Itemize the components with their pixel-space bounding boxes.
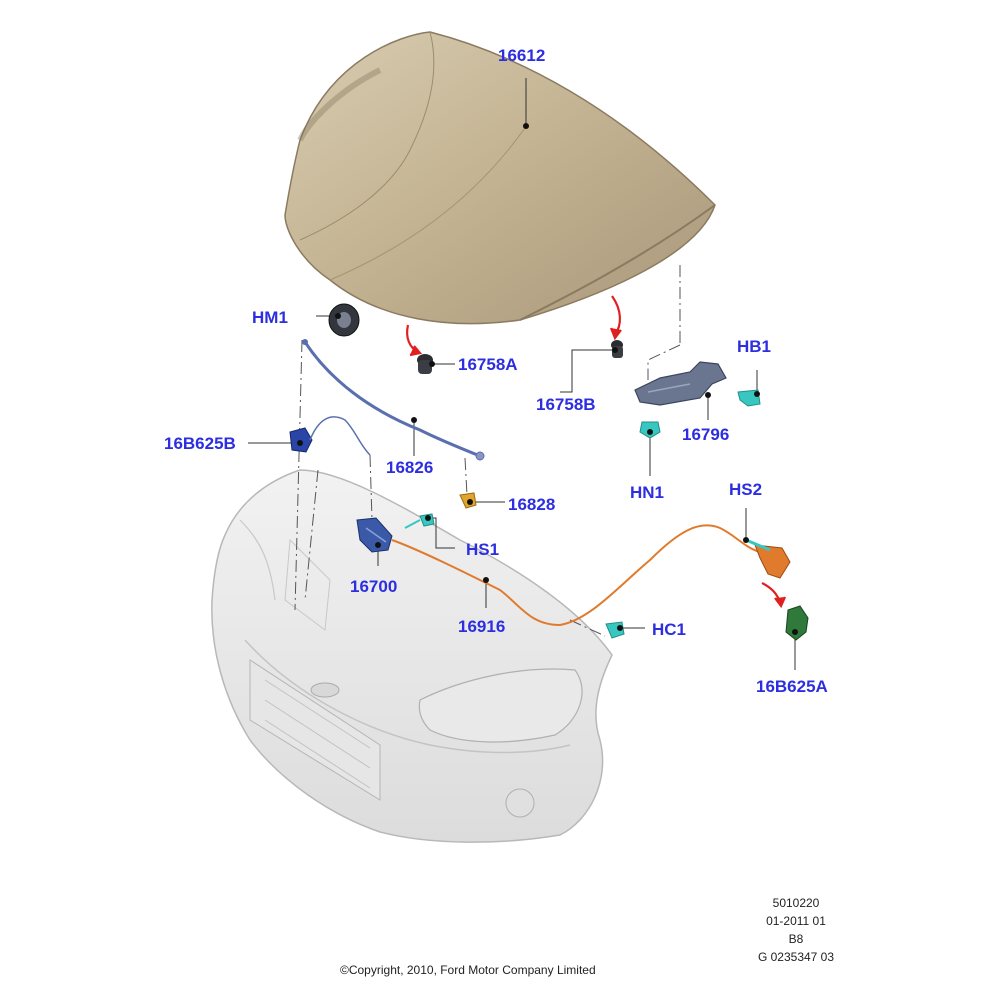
- label-hs2: HS2: [729, 480, 763, 499]
- red-arrows: [406, 295, 787, 609]
- lock-16b625a: [785, 605, 809, 641]
- screw-hs2: [745, 538, 771, 552]
- latch-16700: [356, 517, 393, 553]
- hinge-16796: [634, 361, 727, 406]
- ref-illustration-id: G 0235347 03: [757, 950, 835, 964]
- label-hc1: HC1: [652, 620, 687, 639]
- label-hs1: HS1: [466, 540, 500, 559]
- label-16758b: 16758B: [536, 395, 596, 414]
- hm1-grommet: [328, 303, 360, 337]
- label-16758a: 16758A: [458, 355, 518, 374]
- ref-date: 01-2011 01: [766, 914, 826, 928]
- label-16828: 16828: [508, 495, 556, 514]
- label-16612: 16612: [498, 46, 546, 65]
- label-16916: 16916: [458, 617, 506, 636]
- hood-part: [284, 31, 716, 325]
- label-hb1: HB1: [737, 337, 772, 356]
- lock-16b625b: [289, 416, 371, 456]
- label-hn1: HN1: [630, 483, 665, 502]
- label-16826: 16826: [386, 458, 434, 477]
- cable-16916: [391, 524, 791, 627]
- label-16700: 16700: [350, 577, 398, 596]
- label-16b625a: 16B625A: [756, 677, 828, 696]
- bumper-16758a: [417, 354, 433, 374]
- leader-dots: [297, 123, 798, 635]
- prop-rod-16826: [302, 339, 485, 461]
- ref-number: 5010220: [772, 896, 820, 910]
- car-front-body: [211, 469, 613, 843]
- label-16796: 16796: [682, 425, 730, 444]
- ref-code: B8: [788, 932, 804, 946]
- label-hm1: HM1: [252, 308, 288, 327]
- label-16b625b: 16B625B: [164, 434, 236, 453]
- copyright-notice: ©Copyright, 2010, Ford Motor Company Lim…: [340, 963, 596, 977]
